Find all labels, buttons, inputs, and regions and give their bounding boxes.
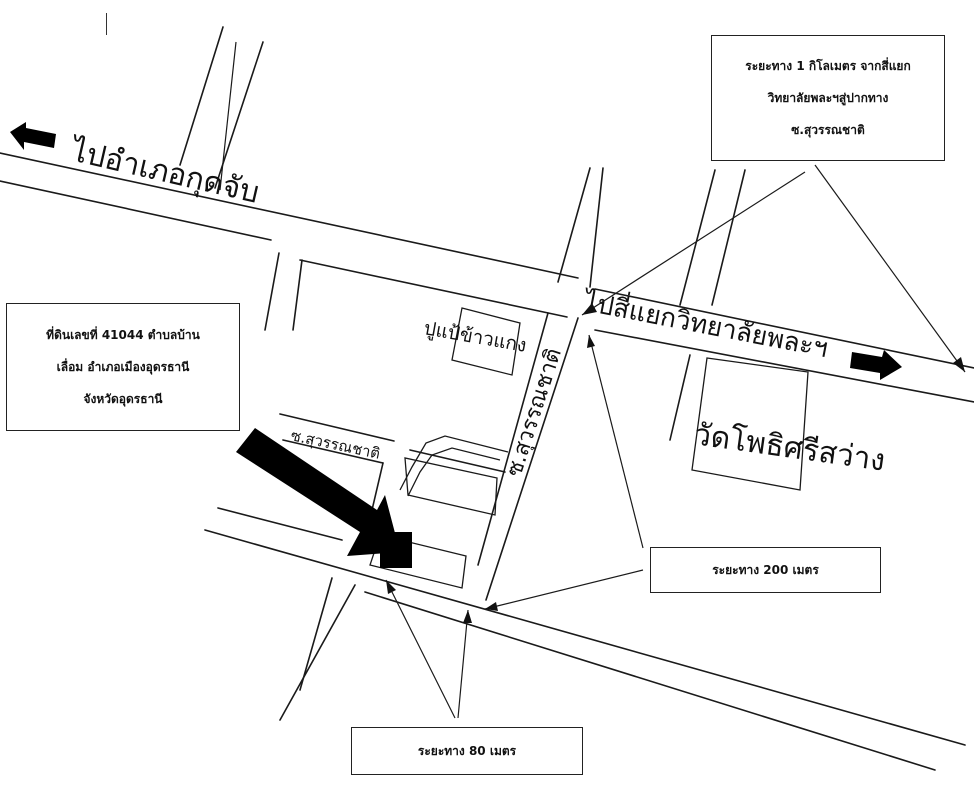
arrow-right-icon [850,350,902,380]
land-info-line-3: จังหวัดอุดรธานี [83,392,163,406]
distance-80-label: ระยะทาง 80 เมตร [417,744,517,758]
label-to-kut-chap: ไปอำเภอกุดจับ [66,132,263,212]
land-info-line-2: เลื่อม อำเภอเมืองอุดรธานี [56,360,190,374]
label-to-intersection: ไปสี่แยกวิทยาลัยพละฯ [580,283,831,364]
distance-1km-line-1: ระยะทาง 1 กิโลเมตร จากสี่แยก [745,59,911,73]
label-temple: วัดโพธิศรีสว่าง [692,416,887,478]
roads [0,26,974,771]
pointers [219,41,966,719]
land-info-box: ที่ดินเลขที่ 41044 ตำบลบ้าน เลื่อม อำเภอ… [6,303,240,431]
land-info-line-1: ที่ดินเลขที่ 41044 ตำบลบ้าน [46,328,200,342]
distance-1km-box: ระยะทาง 1 กิโลเมตร จากสี่แยก วิทยาลัยพละ… [711,35,945,161]
text-cursor [106,13,107,35]
distance-1km-line-2: วิทยาลัยพละฯสู่ปากทาง [767,91,889,105]
distance-80-box: ระยะทาง 80 เมตร [351,727,583,775]
distance-200-label: ระยะทาง 200 เมตร [712,563,819,577]
restaurant-building [451,307,521,376]
distance-200-box: ระยะทาง 200 เมตร [650,547,881,593]
arrows [10,122,902,556]
label-restaurant: ปูแป้ข้าวแกง [422,317,528,357]
temple-building [691,357,809,491]
label-soi-vertical: ซ.สุวรรณชาติ [502,345,567,480]
distance-1km-line-3: ซ.สุวรรณชาติ [791,123,865,137]
label-soi-small: ซ.สุวรรณชาติ [289,426,382,463]
location-arrow-icon [236,428,400,556]
arrow-left-icon [10,122,56,150]
